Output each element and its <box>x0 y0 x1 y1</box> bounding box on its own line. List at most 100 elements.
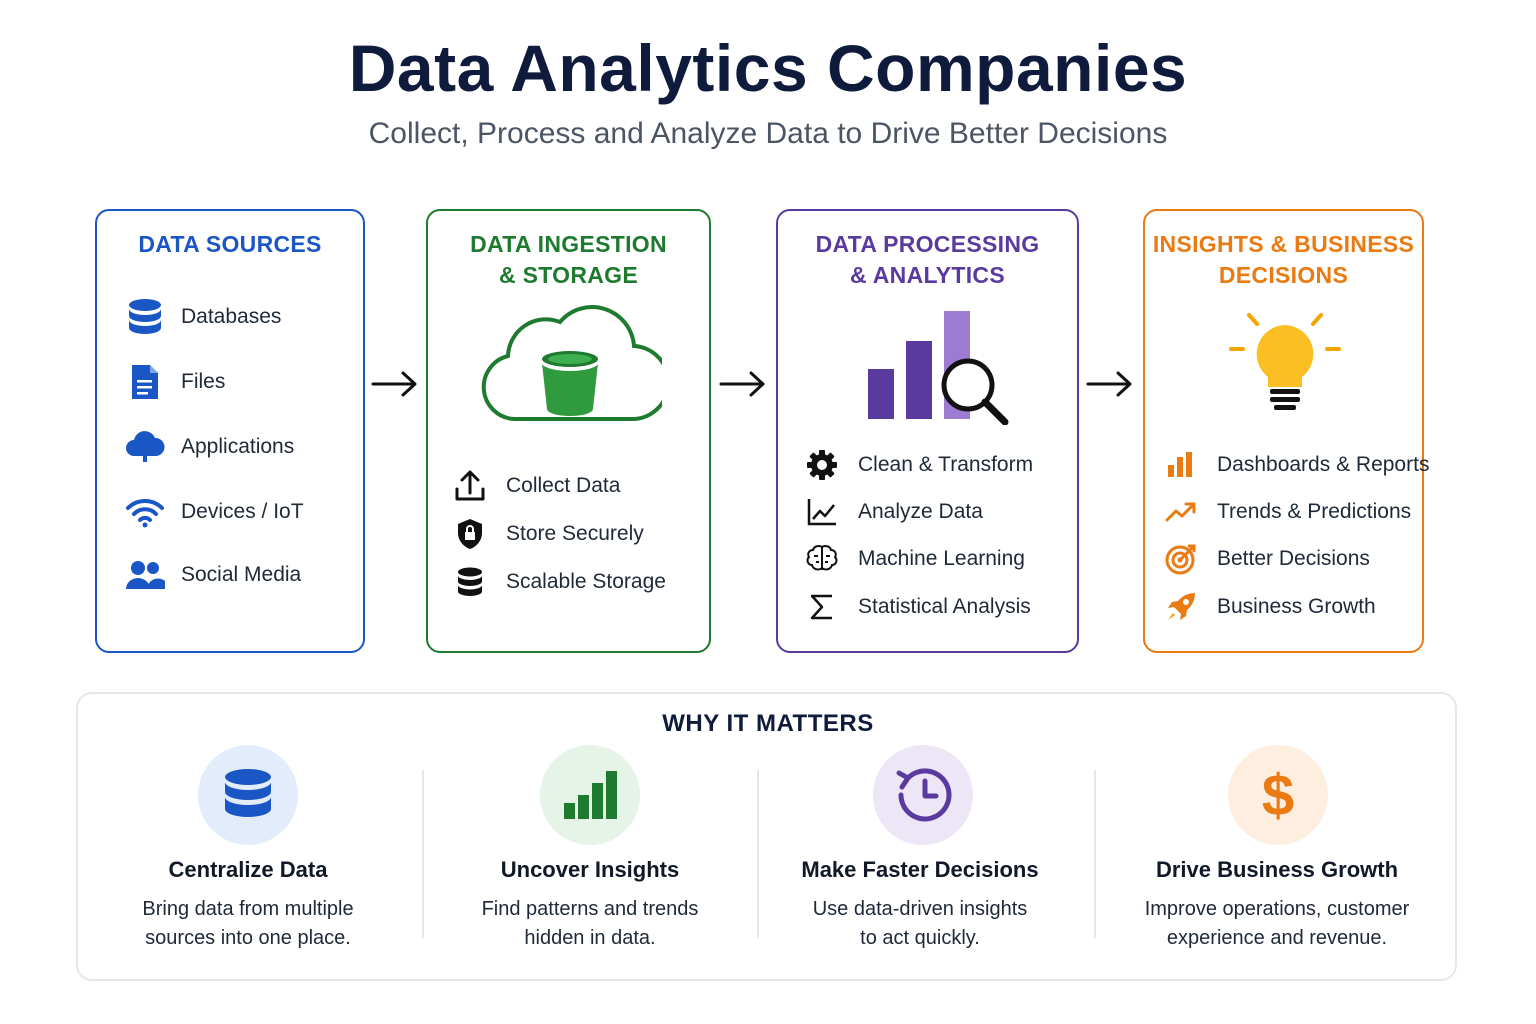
benefit-desc-line2: sources into one place. <box>145 927 351 949</box>
why-it-matters-panel <box>76 692 1457 981</box>
list-item: Trends & Predictions <box>1161 492 1411 532</box>
benefit-title: Uncover Insights <box>500 857 680 882</box>
list-item: Clean & Transform <box>802 445 1033 485</box>
database-icon <box>125 297 165 337</box>
why-it-matters-title: WHY IT MATTERS <box>662 710 874 737</box>
shield-lock-icon <box>450 514 490 554</box>
item-label: Analyze Data <box>858 500 983 523</box>
bar-chart-icon <box>540 745 640 845</box>
benefit-desc-line1: Improve operations, customer <box>1144 898 1410 920</box>
item-label: Collect Data <box>506 474 621 497</box>
rocket-icon <box>1161 587 1201 627</box>
sigma-icon <box>802 587 842 627</box>
dollar-icon: $ <box>1228 745 1328 845</box>
list-item: Business Growth <box>1161 587 1376 627</box>
list-item: Files <box>125 362 225 402</box>
benefit-description: Bring data from multiple sources into on… <box>98 895 398 953</box>
list-item: Scalable Storage <box>450 562 666 602</box>
benefit-desc-line2: to act quickly. <box>860 927 980 949</box>
benefit-drive-growth: $ Drive Business Growth Improve operatio… <box>1122 745 1432 953</box>
item-label: Scalable Storage <box>506 570 666 593</box>
list-item: Devices / IoT <box>125 492 304 532</box>
list-item: Social Media <box>125 555 301 595</box>
item-label: Social Media <box>181 563 302 586</box>
benefit-desc-line2: experience and revenue. <box>1166 927 1388 949</box>
flow-arrow-icon <box>719 371 765 397</box>
flow-arrow-icon <box>371 371 417 397</box>
benefit-title: Centralize Data <box>168 857 328 882</box>
benefit-description: Improve operations, customer experience … <box>1122 895 1432 953</box>
stage-card-data-sources: DATA SOURCES Databases Files Application… <box>95 209 365 653</box>
list-item: Analyze Data <box>802 492 983 532</box>
benefit-desc-line1: Find patterns and trends <box>481 898 699 920</box>
target-icon <box>1161 539 1201 579</box>
benefit-faster-decisions: Make Faster Decisions Use data-driven in… <box>770 745 1070 953</box>
list-item: Store Securely <box>450 514 644 554</box>
file-icon <box>125 362 165 402</box>
stage-title: INSIGHTS & BUSINESS DECISIONS <box>1145 229 1422 291</box>
item-label: Machine Learning <box>858 547 1025 570</box>
benefit-description: Find patterns and trends hidden in data. <box>440 895 740 953</box>
flow-arrow-icon <box>1086 371 1132 397</box>
page-subtitle: Collect, Process and Analyze Data to Dri… <box>368 117 1168 150</box>
database-icon <box>198 745 298 845</box>
item-label: Databases <box>181 305 282 328</box>
page-title: Data Analytics Companies <box>348 31 1188 105</box>
divider <box>422 770 424 938</box>
stage-title-line1: DATA PROCESSING <box>815 231 1040 257</box>
stage-card-insights-decisions: INSIGHTS & BUSINESS DECISIONS Dashboards… <box>1143 209 1429 653</box>
list-item: Statistical Analysis <box>802 587 1031 627</box>
stage-title: DATA INGESTION & STORAGE <box>428 229 709 291</box>
line-chart-icon <box>802 492 842 532</box>
item-label: Applications <box>181 435 295 458</box>
stage-title-line2: & ANALYTICS <box>850 262 1005 288</box>
bar-chart-magnifier-icon <box>866 307 1012 430</box>
brain-icon <box>802 539 842 579</box>
benefit-title: Drive Business Growth <box>1155 857 1399 882</box>
stage-title-line2: DECISIONS <box>1218 262 1349 288</box>
trend-up-icon <box>1161 492 1201 532</box>
stage-card-processing-analytics: DATA PROCESSING & ANALYTICS Clean & Tran… <box>776 209 1079 653</box>
stage-title-line1: DATA INGESTION <box>470 231 667 257</box>
lightbulb-icon <box>1229 309 1341 420</box>
database-icon <box>450 562 490 602</box>
cloud-bucket-icon <box>478 303 671 430</box>
list-item: Machine Learning <box>802 539 1025 579</box>
list-item: Dashboards & Reports <box>1161 445 1429 485</box>
divider <box>1094 770 1096 938</box>
item-label: Business Growth <box>1217 595 1376 618</box>
cloud-icon <box>125 427 165 467</box>
users-icon <box>125 555 165 595</box>
item-label: Trends & Predictions <box>1217 500 1412 523</box>
benefit-uncover-insights: Uncover Insights Find patterns and trend… <box>440 745 740 953</box>
list-item: Databases <box>125 297 281 337</box>
list-item: Applications <box>125 427 294 467</box>
item-label: Better Decisions <box>1217 547 1370 570</box>
gear-icon <box>802 445 842 485</box>
stage-title-line1: DATA SOURCES <box>138 231 322 257</box>
divider <box>757 770 759 938</box>
item-label: Dashboards & Reports <box>1217 453 1430 476</box>
stage-card-ingestion-storage: DATA INGESTION & STORAGE Collect Data St… <box>426 209 711 653</box>
item-label: Clean & Transform <box>858 453 1034 476</box>
stage-title: DATA SOURCES <box>97 229 363 260</box>
list-item: Collect Data <box>450 466 620 506</box>
benefit-description: Use data-driven insights to act quickly. <box>770 895 1070 953</box>
wifi-icon <box>125 492 165 532</box>
item-label: Statistical Analysis <box>858 595 1031 618</box>
stage-title-line1: INSIGHTS & BUSINESS <box>1152 231 1415 257</box>
list-item: Better Decisions <box>1161 539 1370 579</box>
stage-title-line2: & STORAGE <box>498 262 638 288</box>
benefit-centralize-data: Centralize Data Bring data from multiple… <box>98 745 398 953</box>
item-label: Devices / IoT <box>181 500 304 523</box>
benefit-desc-line1: Bring data from multiple <box>142 898 354 920</box>
bar-chart-icon <box>1161 445 1201 485</box>
clock-history-icon <box>873 745 973 845</box>
stage-title: DATA PROCESSING & ANALYTICS <box>778 229 1077 291</box>
item-label: Store Securely <box>506 522 644 545</box>
benefit-desc-line2: hidden in data. <box>524 927 656 949</box>
benefit-desc-line1: Use data-driven insights <box>812 898 1028 920</box>
upload-icon <box>450 466 490 506</box>
benefit-title: Make Faster Decisions <box>801 857 1039 882</box>
item-label: Files <box>181 370 226 393</box>
